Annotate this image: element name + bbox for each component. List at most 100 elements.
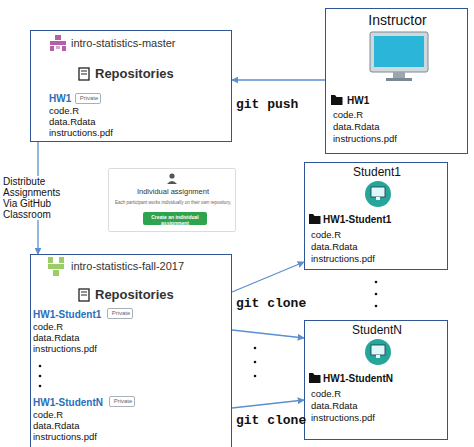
dot	[39, 385, 42, 388]
dot	[254, 375, 257, 378]
fall-logo	[48, 257, 64, 276]
monitor-frame	[370, 32, 428, 72]
computer-panel: StudentNHW1-StudentNcode.Rdata.Rdatainst…	[304, 320, 448, 440]
logo-block	[50, 41, 66, 45]
private-badge: Private	[75, 93, 101, 104]
button-text: Create an individual assignment	[143, 215, 207, 227]
file-name: data.Rdata	[33, 333, 153, 344]
arrow-connector	[232, 79, 325, 80]
logo-block	[56, 46, 60, 49]
file-name: instructions.pdf	[33, 432, 153, 443]
monitor-screen	[374, 36, 424, 67]
section-heading: Repositories	[95, 67, 205, 82]
monitor-stand	[376, 355, 380, 358]
repository-panel: intro-statistics-fall-2017RepositoriesHW…	[30, 254, 232, 447]
file-name: code.R	[311, 230, 431, 241]
organization-name: intro-statistics-fall-2017	[71, 260, 226, 273]
file-name: data.Rdata	[311, 242, 431, 253]
file-name: data.Rdata	[33, 421, 153, 432]
logo-block	[55, 35, 61, 40]
monitor-stand	[393, 72, 405, 78]
folder-icon	[309, 214, 321, 224]
assignment-card: Individual assignmentEach participant wo…	[108, 168, 236, 232]
file-name: code.R	[33, 410, 153, 421]
card-description: Each participant works individually on t…	[113, 200, 233, 205]
book-line	[81, 71, 87, 72]
organization-name: intro-statistics-master	[71, 37, 221, 50]
person-body	[167, 181, 177, 184]
monitor-screen	[371, 345, 385, 355]
repository-panel: intro-statistics-masterRepositoriesHW1co…	[30, 30, 232, 142]
repository-name: HW1-Student1	[33, 309, 108, 321]
person-icon	[167, 173, 177, 184]
dot	[39, 365, 42, 368]
git-command: git clone	[236, 296, 316, 311]
section-heading: Repositories	[95, 288, 205, 303]
badge-text: Private	[110, 398, 136, 406]
dot	[375, 305, 378, 308]
edge-label: Distribute Assignments Via GitHub Classr…	[3, 176, 69, 220]
book-icon	[79, 289, 89, 301]
computer-panel: InstructorHW1 code.Rdata.Rdatainstruction…	[325, 8, 468, 154]
git-command: git push	[236, 97, 316, 112]
ellipsis-dots	[39, 281, 378, 388]
dot	[39, 375, 42, 378]
book-line	[81, 292, 87, 293]
book-icon	[79, 289, 89, 301]
private-badge: Private	[107, 308, 133, 319]
book-icon	[79, 68, 89, 80]
folder-name: HW1-Student1	[323, 214, 433, 226]
private-badge: Private	[109, 396, 135, 407]
monitor-base	[386, 78, 412, 81]
badge-text: Private	[108, 310, 134, 318]
monitor-screen	[371, 187, 385, 197]
master-logo	[50, 35, 66, 51]
file-name: data.Rdata	[311, 401, 431, 412]
student-computer-icon	[365, 339, 391, 365]
folder-icon	[331, 95, 343, 105]
arrow-connector	[37, 142, 38, 254]
instructor-monitor	[370, 32, 428, 81]
arrow-connector	[232, 262, 304, 292]
repository-name: HW1	[49, 93, 109, 105]
file-name: instructions.pdf	[311, 254, 431, 265]
card-heading: Individual assignment	[111, 188, 235, 197]
file-name: code.R	[311, 389, 431, 400]
logo-block	[53, 270, 59, 276]
dot	[375, 281, 378, 284]
computer-owner: Instructor	[326, 12, 469, 28]
folder-name: HW1-StudentN	[323, 373, 433, 385]
file-name: instructions.pdf	[49, 128, 169, 139]
student-computer-icon	[365, 181, 391, 207]
computer-owner: Student1	[305, 166, 449, 180]
file-name: data.Rdata	[49, 117, 169, 128]
folder-icon	[309, 373, 321, 383]
logo-block	[48, 257, 53, 263]
file-name: instructions.pdf	[333, 134, 453, 145]
computer-circle	[365, 339, 391, 365]
dot	[254, 361, 257, 364]
person-head	[169, 173, 174, 178]
file-name: data.Rdata	[333, 122, 453, 133]
book-icon	[79, 68, 89, 80]
dot	[375, 293, 378, 296]
file-name: code.R	[49, 106, 169, 117]
file-name: code.R	[33, 322, 153, 333]
logo-block	[48, 264, 64, 269]
logo-block	[62, 46, 66, 51]
file-name: code.R	[333, 110, 453, 121]
computer-panel: Student1HW1-Student1 code.Rdata.Rdatainst…	[304, 162, 448, 270]
computer-circle	[365, 181, 391, 207]
repository-name: HW1-StudentN	[33, 397, 108, 409]
book-line	[81, 74, 87, 75]
file-name: instructions.pdf	[33, 344, 153, 355]
create-button: Create an individual assignment	[143, 212, 207, 225]
badge-text: Private	[76, 95, 102, 103]
logo-block	[50, 46, 54, 51]
arrow-connector	[232, 400, 304, 408]
arrow-connector	[232, 330, 304, 338]
logo-block	[59, 257, 64, 263]
book-line	[81, 295, 87, 296]
file-name: instructions.pdf	[311, 413, 431, 424]
folder-name: HW1	[347, 95, 437, 107]
